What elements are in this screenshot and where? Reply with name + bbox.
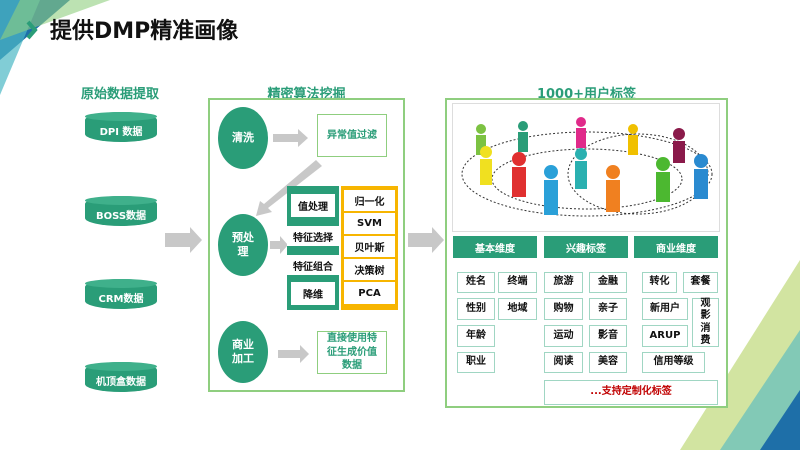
page-title: 提供DMP精准画像	[50, 19, 239, 44]
arrow-icon	[165, 227, 202, 253]
tag: 地域	[498, 298, 537, 320]
custom-tags-box: ...支持定制化标签	[544, 380, 718, 405]
source-dpi: DPI 数据	[85, 112, 157, 142]
tag: 新用户	[642, 298, 688, 320]
source-boss: BOSS数据	[85, 196, 157, 226]
tag: 购物	[544, 298, 583, 320]
methods-block: 归一化 SVM 贝叶斯 决策树 PCA	[341, 186, 398, 310]
tag: 性别	[457, 298, 495, 320]
arrow-icon	[408, 227, 444, 253]
step-combine: 特征组合	[287, 255, 339, 275]
steps-block: 值处理 特征选择 特征组合 降维	[287, 186, 339, 310]
sources-title: 原始数据提取	[80, 87, 159, 102]
tag: 观影消费	[692, 298, 719, 347]
tag: 套餐	[683, 272, 718, 293]
method-tree: 决策树	[344, 259, 395, 280]
header-basic: 基本维度	[453, 236, 537, 258]
preprocess-circle: 预处理	[218, 214, 268, 276]
header-business: 商业维度	[634, 236, 718, 258]
step-select: 特征选择	[287, 226, 339, 246]
business-circle: 商业加工	[218, 321, 268, 383]
method-svm: SVM	[344, 213, 395, 234]
step-value: 值处理	[291, 194, 335, 217]
method-normalize: 归一化	[344, 190, 395, 211]
source-crm: CRM数据	[85, 279, 157, 309]
tag: 旅游	[544, 272, 583, 293]
clean-circle: 清洗	[218, 107, 268, 169]
tag: 亲子	[589, 298, 627, 320]
step-reduce: 降维	[291, 282, 335, 305]
tag: 姓名	[457, 272, 495, 293]
tag: 终端	[498, 272, 537, 293]
tag: 美容	[589, 352, 627, 373]
outlier-box: 异常值过滤	[317, 114, 387, 157]
method-pca: PCA	[344, 282, 395, 304]
tag: 影音	[589, 325, 627, 347]
method-bayes: 贝叶斯	[344, 236, 395, 257]
tag: 转化	[642, 272, 677, 293]
tag: ARUP	[642, 325, 688, 347]
chevron-icon	[26, 20, 38, 40]
algo-panel	[208, 98, 405, 392]
tag: 年龄	[457, 325, 495, 347]
tag: 金融	[589, 272, 627, 293]
tag: 运动	[544, 325, 583, 347]
direct-box: 直接使用特征生成价值数据	[317, 331, 387, 374]
tag: 阅读	[544, 352, 583, 373]
header-interest: 兴趣标签	[544, 236, 628, 258]
source-stb: 机顶盒数据	[85, 362, 157, 392]
people-network-image	[452, 103, 720, 232]
tag: 职业	[457, 352, 495, 373]
tag: 信用等级	[642, 352, 705, 373]
